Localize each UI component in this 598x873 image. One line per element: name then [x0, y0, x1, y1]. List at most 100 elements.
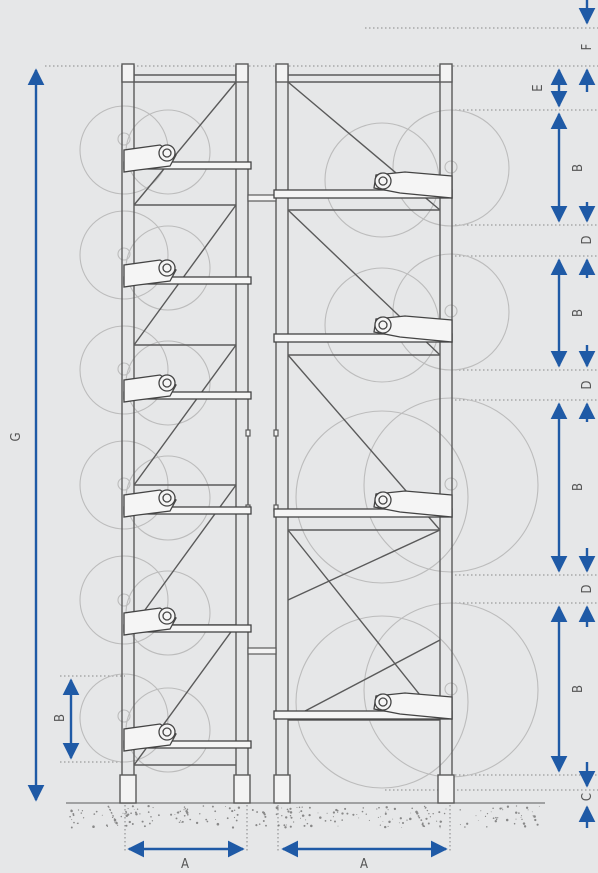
gravel-dot	[310, 824, 313, 828]
gravel-dot	[109, 810, 112, 812]
gravel-dot	[236, 813, 239, 816]
gravel-dot	[296, 806, 298, 809]
gravel-dot	[536, 823, 539, 826]
label-d-2: D	[580, 380, 595, 389]
gravel-dot	[183, 806, 186, 808]
gravel-dot	[495, 818, 498, 820]
gravel-dot	[183, 814, 186, 817]
gravel-dot	[382, 821, 384, 822]
gravel-dot	[501, 807, 503, 809]
gravel-dot	[287, 810, 290, 813]
gravel-dot	[289, 825, 292, 828]
left-cantilever-arms	[123, 144, 252, 752]
gravel-dot	[289, 814, 292, 817]
rack-spacers	[245, 194, 279, 655]
gravel-dot	[494, 820, 497, 823]
gravel-dot	[147, 811, 150, 813]
gravel-dot	[305, 819, 307, 821]
gravel-dot	[77, 809, 80, 811]
right-rack-frame	[273, 63, 455, 804]
gravel-dot	[513, 822, 516, 825]
gravel-dot	[179, 810, 182, 813]
gravel-dot	[385, 806, 388, 809]
gravel-dot	[326, 812, 328, 814]
gravel-dot	[133, 809, 135, 810]
gravel-dot	[101, 814, 103, 816]
gravel-dot	[492, 817, 495, 820]
gravel-dot	[283, 824, 286, 827]
gravel-dot	[202, 805, 205, 807]
gravel-dot	[114, 821, 116, 823]
label-a-right: A	[360, 857, 368, 872]
gravel-dot	[401, 827, 403, 828]
gravel-dot	[534, 819, 537, 822]
gravel-dot	[308, 813, 311, 817]
cable-reels	[79, 105, 539, 789]
left-rack-frame	[119, 63, 251, 804]
gravel-dot	[486, 826, 488, 828]
gravel-dot	[275, 806, 279, 809]
gravel-dot	[411, 807, 414, 810]
gravel-dot	[226, 817, 229, 820]
gravel-dot	[82, 817, 85, 819]
gravel-dot	[362, 807, 365, 809]
gravel-dot	[356, 814, 358, 815]
gravel-dot	[285, 816, 288, 819]
gravel-dot	[215, 819, 217, 820]
gravel-dot	[324, 820, 327, 822]
gravel-dot	[141, 820, 144, 823]
gravel-dot	[147, 804, 150, 808]
gravel-dot	[298, 806, 301, 809]
gravel-dot	[158, 814, 160, 817]
gravel-dot	[206, 820, 209, 823]
gravel-dot	[258, 823, 261, 825]
gravel-dot	[332, 811, 336, 814]
gravel-dot	[186, 808, 189, 811]
gravel-dot	[183, 809, 185, 811]
gravel-dot	[292, 821, 295, 823]
dimension-arrows	[27, 0, 596, 858]
gravel-dot	[136, 808, 139, 810]
gravel-dot	[195, 821, 199, 825]
gravel-dot	[256, 811, 259, 813]
gravel-dot	[388, 820, 391, 824]
label-b-1: B	[571, 164, 586, 172]
gravel-dot	[281, 807, 283, 809]
gravel-dot	[346, 812, 349, 815]
label-d-1: D	[580, 235, 595, 244]
gravel-dot	[384, 825, 387, 829]
label-a-left: A	[181, 857, 189, 872]
gravel-dot	[337, 811, 339, 813]
gravel-dot	[384, 812, 387, 815]
gravel-dot	[174, 814, 176, 816]
gravel-dot	[107, 805, 110, 808]
gravel-dot	[424, 807, 427, 809]
gravel-dot	[399, 817, 402, 820]
gravel-dot	[505, 818, 509, 822]
gravel-dot	[385, 811, 387, 813]
gravel-dot	[319, 816, 322, 819]
gravel-dot	[358, 817, 360, 819]
gravel-dot	[475, 815, 477, 817]
gravel-dot	[393, 807, 397, 811]
gravel-dot	[301, 806, 303, 808]
gravel-dot	[264, 815, 267, 818]
gravel-dot	[439, 827, 441, 829]
gravel-dot	[286, 808, 289, 811]
gravel-dot	[466, 822, 469, 825]
gravel-dot	[233, 816, 236, 819]
gravel-dot	[335, 808, 338, 812]
gravel-dot	[152, 807, 154, 809]
dimension-labels: G B A A F E B D B D B D B C	[9, 43, 595, 872]
gravel-dot	[302, 814, 305, 817]
gravel-dot	[428, 813, 430, 815]
gravel-dot	[492, 807, 494, 810]
gravel-dot	[178, 821, 181, 823]
gravel-dot	[106, 825, 109, 828]
gravel-dot	[432, 812, 434, 815]
gravel-dot	[490, 811, 492, 813]
gravel-dot	[330, 819, 332, 822]
gravel-dot	[423, 805, 426, 808]
label-f: F	[580, 43, 595, 50]
gravel-dot	[216, 822, 220, 826]
